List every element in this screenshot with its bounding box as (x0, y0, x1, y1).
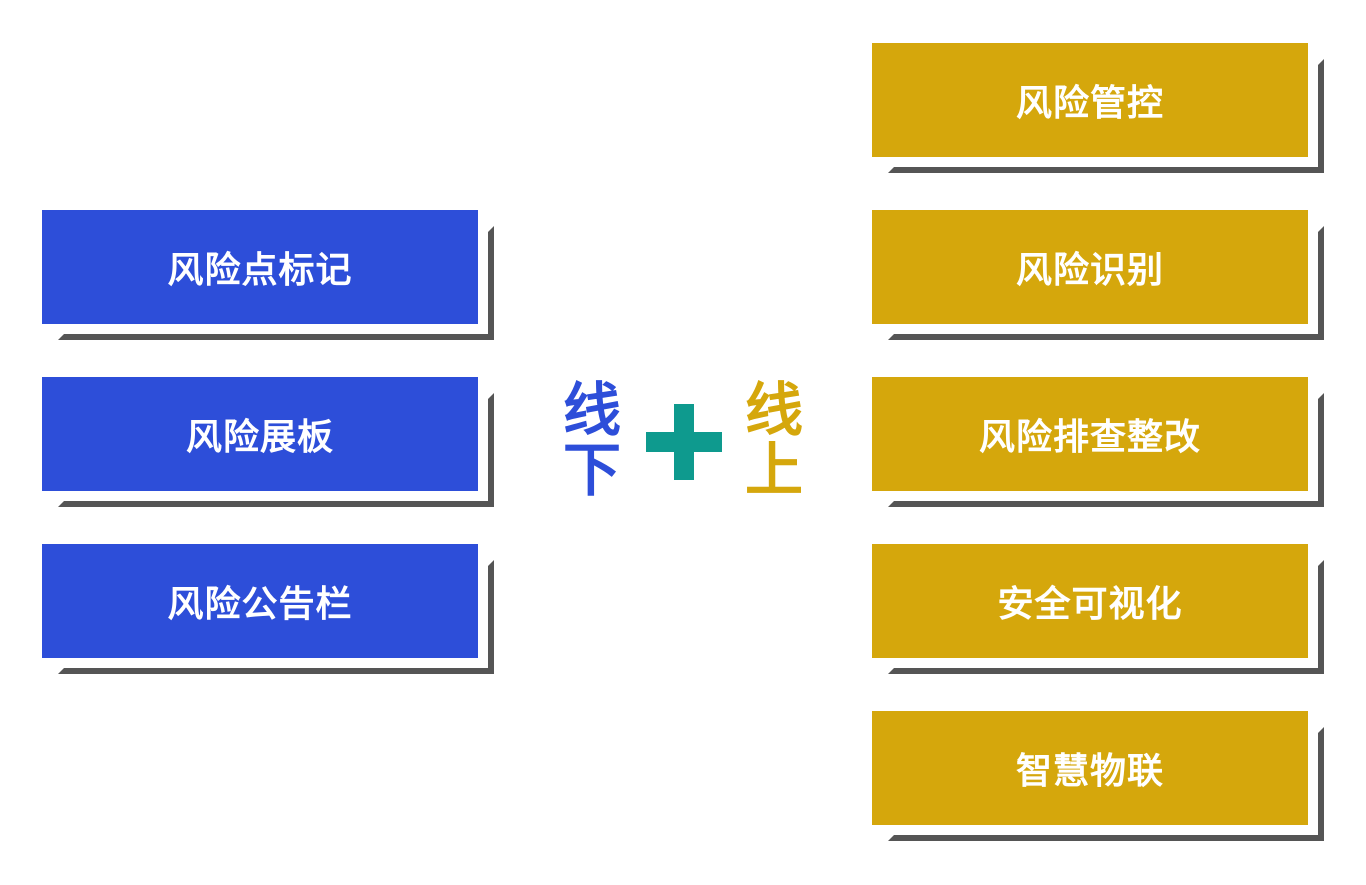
offline-item-risk-board: 风险展板 (42, 377, 494, 507)
offline-label-char: 下 (562, 436, 621, 504)
online-item-label: 风险识别 (872, 210, 1308, 324)
box-shadow-frame (888, 727, 1324, 841)
online-label: 线 上 (742, 380, 806, 500)
offline-label-char: 线 (562, 376, 621, 444)
plus-icon (646, 404, 722, 480)
center-offline-plus-online: 线 下 线 上 (540, 370, 840, 520)
offline-item-risk-point-marking: 风险点标记 (42, 210, 494, 340)
offline-item-label: 风险公告栏 (42, 544, 478, 658)
online-item-risk-control: 风险管控 (872, 43, 1324, 173)
box-shadow-frame (888, 59, 1324, 173)
online-item-safety-visualization: 安全可视化 (872, 544, 1324, 674)
box-shadow-frame (58, 560, 494, 674)
offline-item-risk-bulletin: 风险公告栏 (42, 544, 494, 674)
online-label-char: 上 (744, 436, 803, 504)
offline-item-label: 风险点标记 (42, 210, 478, 324)
online-item-label: 智慧物联 (872, 711, 1308, 825)
offline-item-label: 风险展板 (42, 377, 478, 491)
box-shadow-frame (888, 393, 1324, 507)
online-item-label: 风险管控 (872, 43, 1308, 157)
plus-icon-vertical (674, 404, 694, 480)
box-shadow-frame (888, 226, 1324, 340)
online-item-risk-inspection-rectification: 风险排查整改 (872, 377, 1324, 507)
box-shadow-frame (888, 560, 1324, 674)
online-label-char: 线 (744, 376, 803, 444)
online-item-label: 风险排查整改 (872, 377, 1308, 491)
box-shadow-frame (58, 226, 494, 340)
box-shadow-frame (58, 393, 494, 507)
online-item-smart-iot: 智慧物联 (872, 711, 1324, 841)
online-item-label: 安全可视化 (872, 544, 1308, 658)
offline-label: 线 下 (560, 380, 624, 500)
online-item-risk-identification: 风险识别 (872, 210, 1324, 340)
